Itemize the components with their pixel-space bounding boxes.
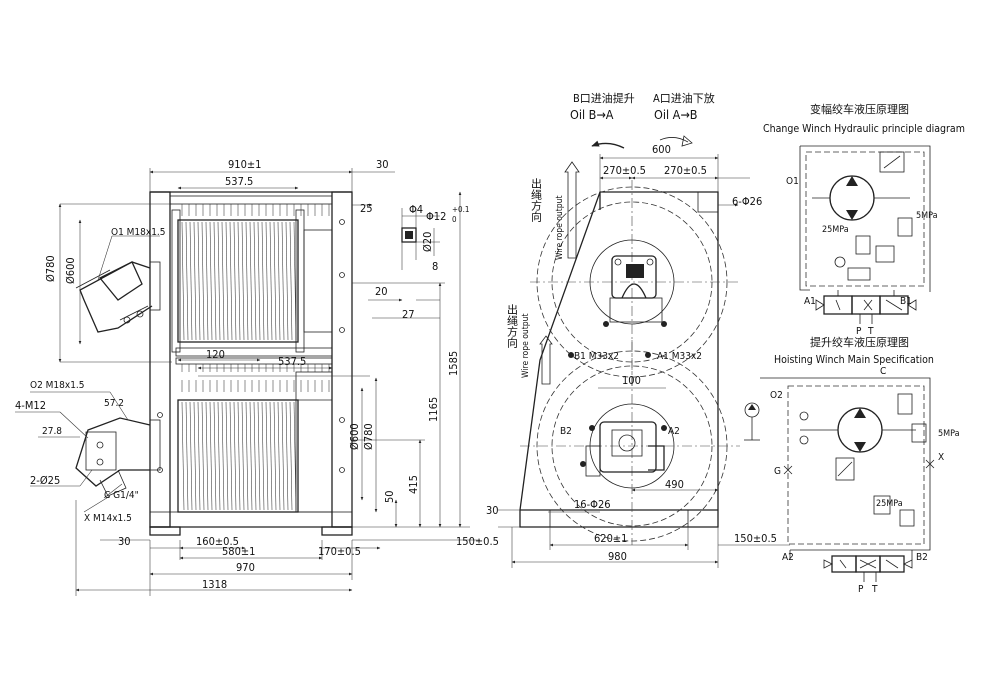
side-w600: 600 xyxy=(652,143,671,156)
side-d490: 490 xyxy=(665,478,684,491)
lower-motor-face xyxy=(580,421,667,477)
left-frame-post xyxy=(149,191,171,528)
luffing-a1: A1 xyxy=(804,296,816,307)
side-b2: B2 xyxy=(560,426,572,437)
key-d20v: Ø20 xyxy=(421,232,434,252)
rope-cn-lower: 出绳方向 xyxy=(506,303,519,348)
side-w270b: 270±0.5 xyxy=(664,164,707,177)
port-m12: 4-M12 xyxy=(15,399,46,412)
dim-total-1318: 1318 xyxy=(202,578,227,591)
lower-hydraulic-motor xyxy=(75,417,161,497)
hoisting-title-cn: 提升绞车液压原理图 xyxy=(810,335,909,349)
side-d100: 100 xyxy=(622,374,641,387)
oil-b-cn: B口进油提升 xyxy=(573,91,635,105)
side-view xyxy=(498,135,790,568)
dim-dia-780-top: Ø780 xyxy=(44,255,57,282)
rope-arrow-lower xyxy=(539,335,553,385)
oil-b-en: Oil B→A xyxy=(570,107,614,122)
oil-a-en: Oil A→B xyxy=(654,107,698,122)
side-d30: 30 xyxy=(486,504,499,517)
key-d8: 8 xyxy=(432,260,438,273)
dim-dia-600-bottom: Ø600 xyxy=(348,423,361,450)
side-150: 150±0.5 xyxy=(734,532,777,545)
hoisting-o2: O2 xyxy=(770,390,783,401)
dim-overall-width: 910±1 xyxy=(228,158,261,171)
upper-motor-face xyxy=(603,255,667,327)
dim-h-415: 415 xyxy=(407,475,420,494)
hoisting-5mpa: 5MPa xyxy=(938,429,960,439)
key-detail xyxy=(368,208,440,319)
key-tol-plus: +0.1 xyxy=(452,205,469,214)
luffing-title-en: Change Winch Hydraulic principle diagram xyxy=(763,123,965,135)
luffing-o1: O1 xyxy=(786,176,799,187)
rope-en-upper: Wire rope output xyxy=(555,196,565,260)
luffing-title-cn: 变幅绞车液压原理图 xyxy=(810,102,909,116)
hoisting-title-en: Hoisting Winch Main Specification xyxy=(774,354,934,366)
dim-dia-780-bottom: Ø780 xyxy=(362,423,375,450)
front-view xyxy=(15,168,480,596)
dim-foot-span: 580±1 xyxy=(222,545,255,558)
port-x: X M14x1.5 xyxy=(84,513,132,524)
luffing-5mpa: 5MPa xyxy=(916,211,938,221)
luffing-b1: B1 xyxy=(900,296,912,307)
upper-hydraulic-motor xyxy=(75,261,161,333)
hoisting-25mpa: 25MPa xyxy=(876,499,903,509)
hoisting-schematic xyxy=(744,377,935,582)
hoisting-t: T xyxy=(871,584,878,595)
lower-drum xyxy=(149,371,353,528)
dim-mid-offset: 120 xyxy=(206,348,225,361)
port-c: C G1/4" xyxy=(104,490,139,501)
hoisting-c: C xyxy=(880,366,886,377)
right-frame-post xyxy=(331,191,353,528)
side-port-a1: A1 M33x2 xyxy=(657,351,702,362)
side-w620: 620±1 xyxy=(594,532,627,545)
rotation-arrow-lift xyxy=(591,140,625,149)
dim-foot-left: 30 xyxy=(118,535,131,548)
dim-foot-right: 170±0.5 xyxy=(318,545,361,558)
side-a2: A2 xyxy=(668,426,680,437)
side-holes-top: 6-Φ26 xyxy=(732,195,762,208)
dim-side-150: 150±0.5 xyxy=(456,535,499,548)
hoisting-p: P xyxy=(858,584,864,595)
port-dim-57: 57.2 xyxy=(104,398,124,409)
rope-cn-upper: 出绳方向 xyxy=(530,177,543,222)
rope-arrow-upper xyxy=(564,161,580,259)
port-dim-27: 27.8 xyxy=(42,426,62,437)
side-holes-bottom: 16-Φ26 xyxy=(574,498,611,511)
port-holes-25: 2-Ø25 xyxy=(30,474,60,487)
luffing-t: T xyxy=(867,326,874,337)
hoisting-b2: B2 xyxy=(916,552,928,563)
dim-flange-offset: 25 xyxy=(360,202,373,215)
hoisting-g: G xyxy=(774,466,781,477)
hoisting-a2: A2 xyxy=(782,552,794,563)
key-d27: 27 xyxy=(402,308,415,321)
dim-top-right: 30 xyxy=(376,158,389,171)
key-d20h: 20 xyxy=(375,285,388,298)
dim-h-1165: 1165 xyxy=(427,397,440,422)
luffing-25mpa: 25MPa xyxy=(822,225,849,235)
luffing-p: P xyxy=(856,326,862,337)
dim-drum-length: 537.5 xyxy=(225,175,253,188)
side-port-b1: B1 M33x2 xyxy=(574,351,619,362)
key-dia4: Φ4 xyxy=(409,203,423,216)
rope-en-lower: Wire rope output xyxy=(521,314,531,378)
dim-frame-970: 970 xyxy=(236,561,255,574)
dim-drum-length-lower: 537.5 xyxy=(278,355,306,368)
dim-h-1585: 1585 xyxy=(447,351,460,376)
hoisting-x: X xyxy=(938,452,944,463)
port-o1: O1 M18x1.5 xyxy=(111,227,166,238)
luffing-schematic xyxy=(799,145,931,324)
oil-a-cn: A口进油下放 xyxy=(653,91,715,105)
dim-foot-pitch: 160±0.5 xyxy=(196,535,239,548)
upper-drum xyxy=(171,209,333,353)
key-dia12: Φ12 xyxy=(426,210,446,223)
dim-dia-600-top: Ø600 xyxy=(64,257,77,284)
key-tol-zero: 0 xyxy=(452,215,457,224)
dim-h-50: 50 xyxy=(383,490,396,503)
port-o2: O2 M18x1.5 xyxy=(30,380,85,391)
side-w980: 980 xyxy=(608,550,627,563)
side-w270a: 270±0.5 xyxy=(603,164,646,177)
rotation-arrow-lower xyxy=(659,137,689,143)
